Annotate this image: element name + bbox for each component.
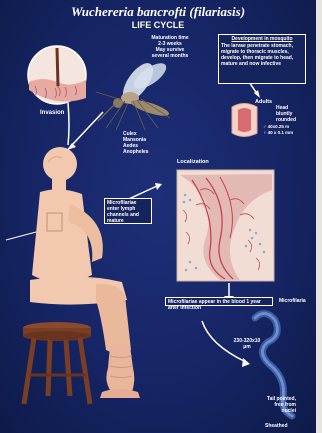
head-description: Head bluntly rounded [276, 105, 306, 123]
arrow-mosquito-to-human [72, 112, 103, 145]
microfilaria-label: Microfilaria [279, 298, 306, 304]
human-figure [6, 147, 140, 398]
sheathed-label: Sheathed [265, 423, 288, 429]
invasion-pointer-line [6, 232, 36, 240]
adults-label: Adults [255, 99, 272, 105]
adult-worm-head [232, 104, 257, 137]
mosquito-development-box: Development in mosquito The larvae penet… [218, 34, 306, 84]
stool [23, 322, 91, 404]
microfilaria-size: 230-320x10 μm [231, 338, 263, 350]
invasion-skin-inset [28, 46, 86, 104]
blood-appearance-box: Microfilariae appear in the blood 1 year… [165, 297, 273, 306]
invasion-label: Invasion [40, 110, 64, 116]
vector-species-list: Culex Mansonia Aedes Anopheles [123, 131, 163, 155]
mosquito-box-title: Development in mosquito [221, 36, 303, 42]
adult-sizes: ♂ 40x0.25 m ♀ 40 x 0.1 mm [263, 124, 308, 136]
mosquito-box-body: The larvae penetrate stomach, migrate to… [221, 43, 303, 67]
tail-description: Tail pointed, free from nuclei [256, 396, 296, 414]
lymph-node-tissue-panel [177, 170, 274, 281]
mosquito-illustration [96, 58, 171, 130]
maturation-time-text: Maturation time 2-3 weeks May survive se… [145, 35, 195, 59]
chart-title: Wuchereria bancrofti (filariasis) [0, 4, 316, 20]
localization-label: Localization [177, 159, 209, 165]
lymph-channels-box: Microfilariae enter lymph channels and m… [104, 198, 152, 224]
chart-subtitle: LIFE CYCLE [0, 20, 316, 30]
